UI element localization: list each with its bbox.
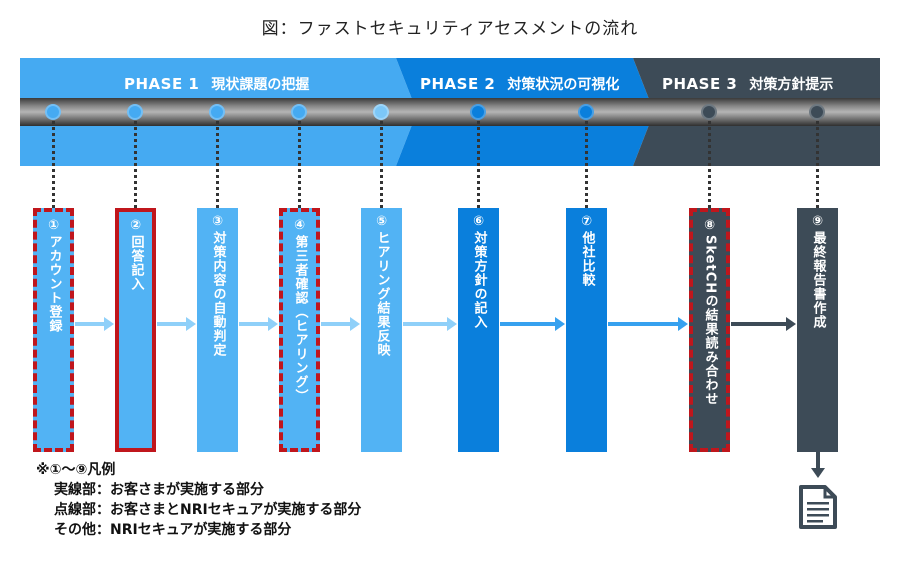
timeline-track [20,98,880,126]
step-number: ② [129,218,141,233]
step-6: ⑥ 対策方針の記入 [458,208,499,452]
step-number: ⑦ [580,214,592,229]
phase1-title: 現状課題の把握 [211,77,310,93]
phase-banner [20,58,880,166]
step-label: 第三者確認（ヒアリング） [292,235,308,403]
timeline-dot-5 [373,104,389,120]
phase2-label: PHASE 2 対策状況の可視化 [420,74,619,94]
step-number: ③ [211,214,223,229]
step-number: ① [47,218,59,233]
timeline-dot-7 [578,104,594,120]
phase2-number: PHASE 2 [420,75,496,93]
connector-9 [816,121,819,208]
phase3-title: 対策方針提示 [749,77,834,93]
step-2: ② 回答記入 [115,208,156,452]
legend-heading: ※①～⑨凡例 [36,462,116,478]
step-number: ⑧ [703,218,715,233]
step-label: ヒアリング結果反映 [374,231,390,357]
step-label: 他社比較 [579,231,595,287]
step-number: ⑤ [375,214,387,229]
connector-7 [585,121,588,208]
connector-6 [477,121,480,208]
connector-2 [134,121,137,208]
legend-dashed: 点線部：お客さまとNRIセキュアが実施する部分 [54,502,362,518]
step-number: ⑥ [472,214,484,229]
step-5: ⑤ ヒアリング結果反映 [361,208,402,452]
step-label: 対策内容の自動判定 [210,231,226,357]
arrow-7-8 [608,317,688,331]
connector-1 [52,121,55,208]
phase3-label: PHASE 3 対策方針提示 [662,74,833,94]
step-4: ④ 第三者確認（ヒアリング） [279,208,320,452]
phase3-number: PHASE 3 [662,75,738,93]
timeline-dot-4 [291,104,307,120]
arrow-5-6 [403,317,457,331]
step-9: ⑨ 最終報告書作成 [797,208,838,452]
arrow-2-3 [157,317,196,331]
diagram-title: 図：ファストセキュリティアセスメントの流れ [261,19,639,39]
step-number: ⑨ [811,214,823,229]
connector-5 [380,121,383,208]
timeline-dot-3 [209,104,225,120]
timeline-dot-6 [470,104,486,120]
phase1-number: PHASE 1 [124,75,200,93]
legend-solid: 実線部：お客さまが実施する部分 [54,482,264,498]
connector-8 [708,121,711,208]
arrow-3-4 [239,317,278,331]
arrow-4-5 [321,317,360,331]
step-label: SketCHの結果読み合わせ [702,235,718,407]
timeline-dot-9 [809,104,825,120]
step-1: ① アカウント登録 [33,208,74,452]
timeline-dot-8 [701,104,717,120]
timeline-dot-2 [127,104,143,120]
legend: ※①～⑨凡例 実線部：お客さまが実施する部分 点線部：お客さまとNRIセキュアが… [36,460,361,540]
connector-3 [216,121,219,208]
arrow-1-2 [75,317,114,331]
step-label: 回答記入 [128,235,144,291]
timeline-dot-1 [45,104,61,120]
arrow-8-9 [731,317,796,331]
step-label: アカウント登録 [46,235,62,333]
arrow-to-report [811,452,825,478]
connector-4 [298,121,301,208]
arrow-6-7 [500,317,565,331]
phase2-title: 対策状況の可視化 [507,77,620,93]
document-icon [799,485,837,529]
step-number: ④ [293,218,305,233]
step-7: ⑦ 他社比較 [566,208,607,452]
step-8: ⑧ SketCHの結果読み合わせ [689,208,730,452]
step-label: 最終報告書作成 [810,231,826,329]
step-label: 対策方針の記入 [471,231,487,329]
step-3: ③ 対策内容の自動判定 [197,208,238,452]
phase1-label: PHASE 1 現状課題の把握 [124,74,309,94]
legend-other: その他：NRIセキュアが実施する部分 [54,522,292,538]
